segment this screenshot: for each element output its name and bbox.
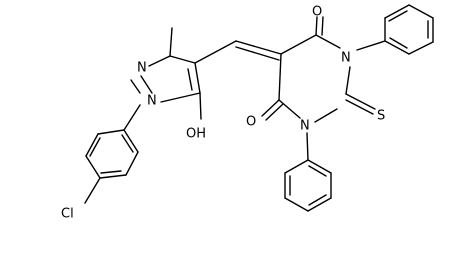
atom-label-oh: OH — [186, 127, 206, 142]
methylidene-bridge — [194, 40, 282, 64]
atom-label-s: S — [377, 109, 385, 124]
chlorophenyl-ring — [84, 129, 139, 204]
atom-label-n3: N — [341, 51, 351, 66]
pyrazole-ring — [123, 27, 202, 131]
atom-label-cl: Cl — [61, 207, 74, 222]
atom-label-o-left: O — [246, 115, 256, 130]
atom-label-n2: N — [137, 61, 147, 76]
atom-label-o-top: O — [312, 5, 322, 20]
phenyl-ring-upper-right — [356, 4, 434, 55]
thiobarbiturate-ring — [261, 16, 376, 123]
phenyl-ring-lower — [284, 132, 332, 212]
atom-label-n4: N — [300, 119, 310, 134]
atom-label-n1: N — [147, 94, 157, 109]
